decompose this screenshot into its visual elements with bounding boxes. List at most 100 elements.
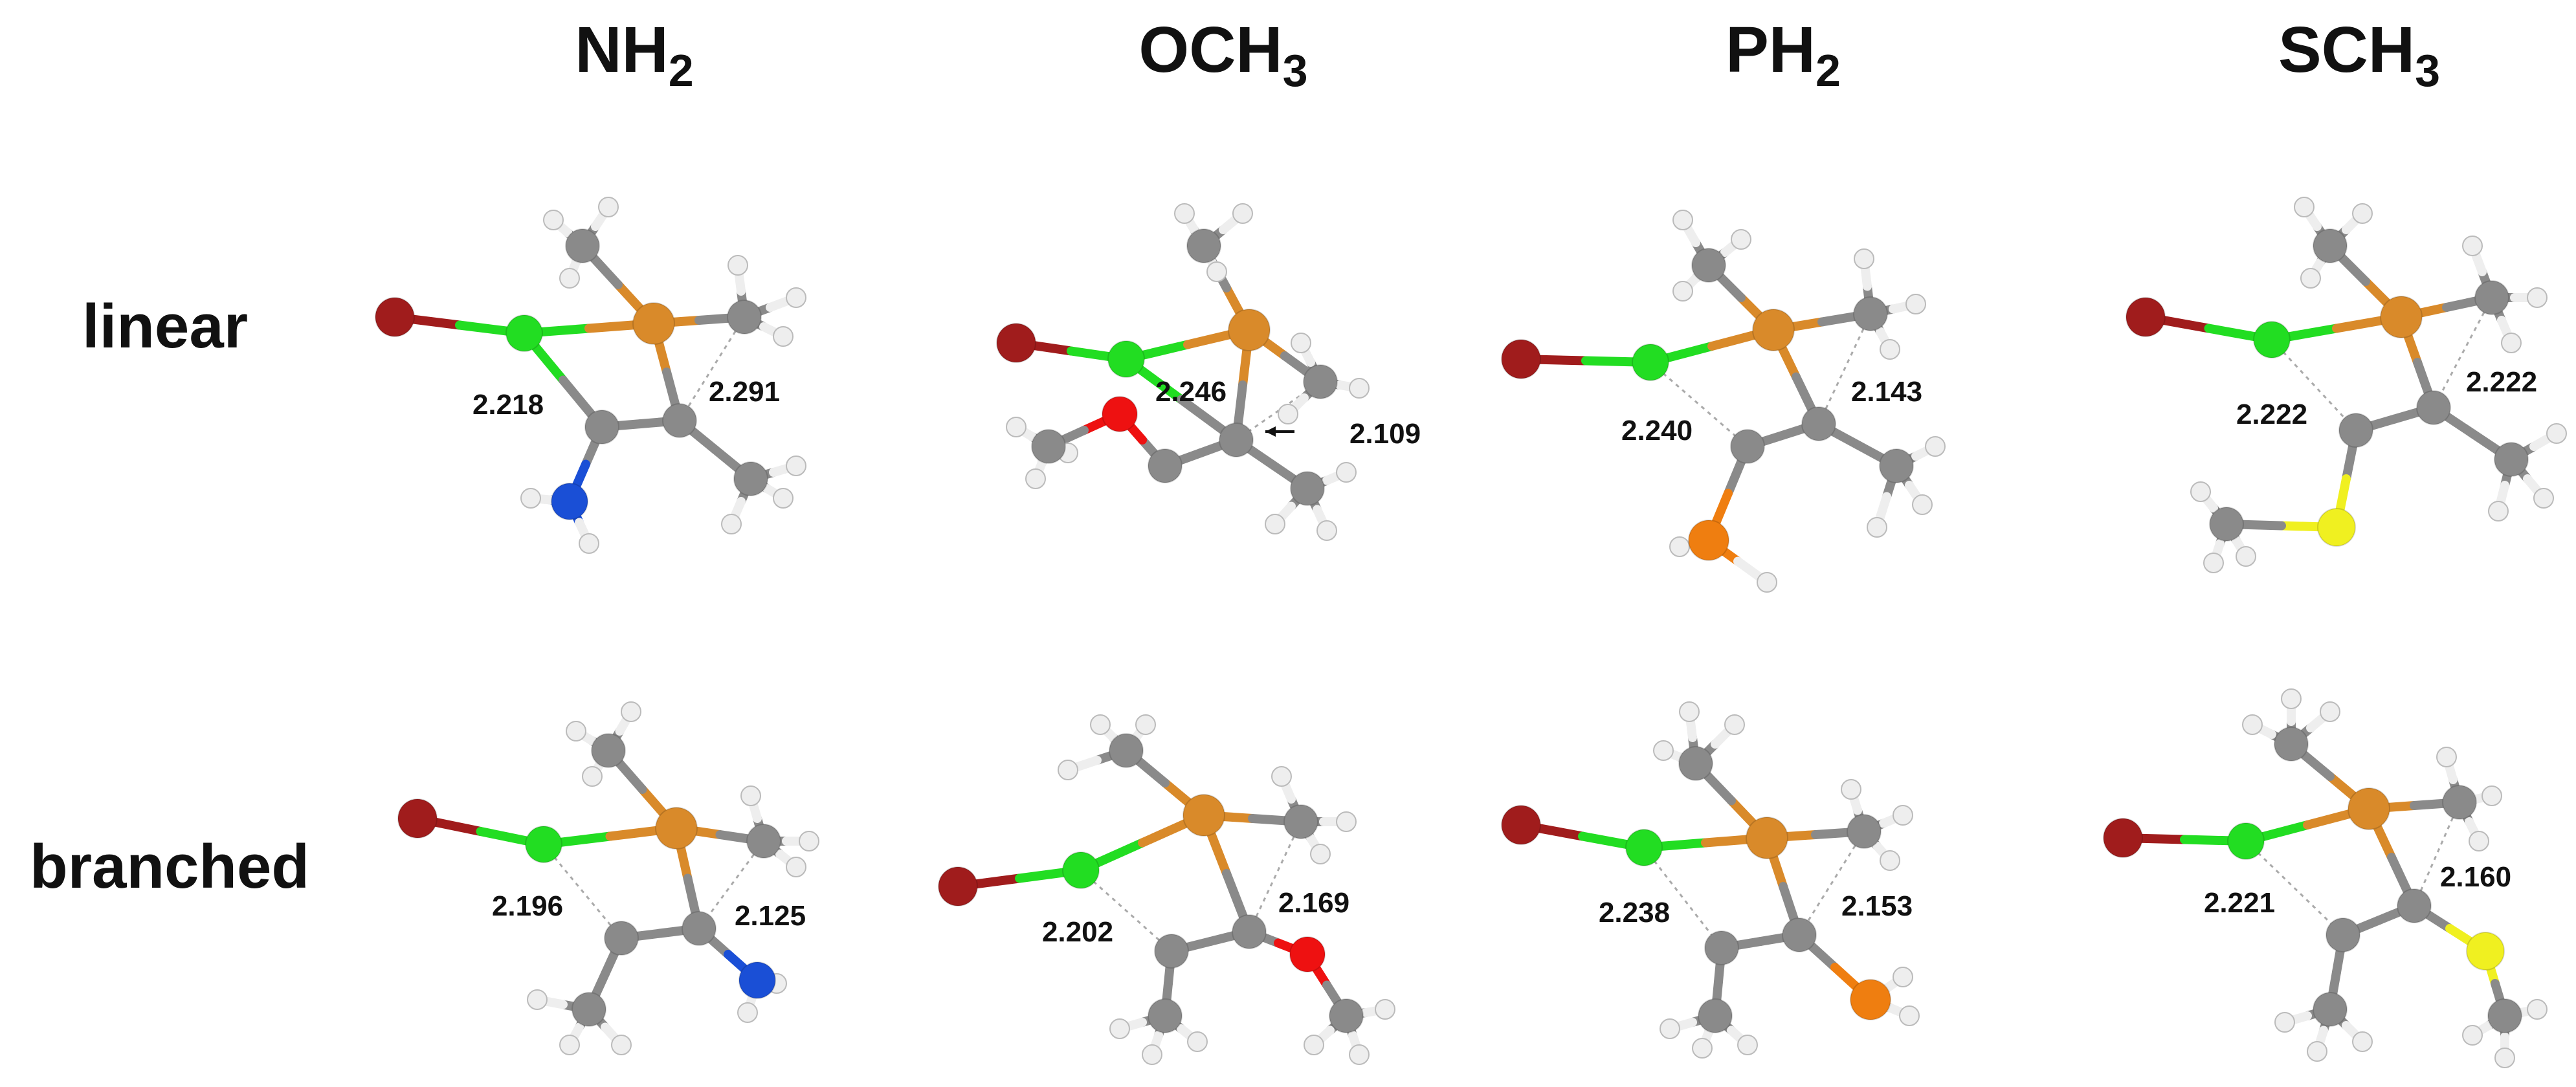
atom-h <box>566 721 586 741</box>
atom-h <box>1757 572 1777 593</box>
atom-h <box>582 766 603 787</box>
atom-h <box>2352 203 2373 224</box>
atom-c <box>1782 917 1817 952</box>
atom-h <box>2469 831 2489 851</box>
atom-p <box>1752 309 1795 351</box>
atom-cl <box>2253 321 2291 358</box>
atom-n <box>551 483 588 520</box>
interaction-line <box>2245 840 2344 936</box>
atom-h <box>1724 714 1745 735</box>
atom-h <box>1232 203 1253 224</box>
atom-h <box>1867 517 1887 538</box>
atom-ph2 <box>1850 979 1891 1020</box>
atom-c <box>1329 998 1364 1033</box>
atom-br <box>1501 805 1541 845</box>
atom-h <box>1090 714 1111 735</box>
atom-h <box>2527 999 2548 1020</box>
interaction-line <box>1798 831 1865 936</box>
atom-h <box>543 210 564 230</box>
atom-br <box>1501 339 1541 379</box>
distance-label: 2.143 <box>1851 376 1922 408</box>
atom-h <box>786 857 806 877</box>
atom-p <box>1746 817 1788 859</box>
atom-h <box>2300 268 2321 289</box>
atom-h <box>579 533 599 554</box>
atom-h <box>1669 536 1690 557</box>
atom-c <box>2442 785 2477 820</box>
atom-c <box>2209 507 2244 542</box>
atom-h <box>1336 811 1357 832</box>
atom-s <box>2466 932 2505 971</box>
atom-h <box>1375 999 1395 1020</box>
distance-label: 2.238 <box>1599 897 1670 928</box>
atom-h <box>1316 520 1337 541</box>
atom-c <box>1847 814 1882 849</box>
atom-h <box>621 701 641 722</box>
atom-h <box>740 785 761 806</box>
atom-h <box>721 514 742 534</box>
atom-c <box>2338 413 2373 448</box>
atom-c <box>746 824 781 859</box>
atom-h <box>1336 462 1357 483</box>
atom-h <box>1893 805 1913 826</box>
atom-h <box>2352 1031 2373 1052</box>
atom-o <box>1289 936 1326 972</box>
atom-h <box>1737 1035 1758 1055</box>
atom-h <box>2190 481 2211 502</box>
atom-h <box>1025 468 1046 489</box>
atom-h <box>1058 760 1078 780</box>
atom-c <box>2274 727 2309 762</box>
interaction-line <box>2413 802 2461 906</box>
atom-c <box>1148 448 1183 483</box>
distance-label: 2.221 <box>2204 887 2275 919</box>
distance-label: 2.246 <box>1155 376 1227 408</box>
atom-h <box>2462 1025 2483 1046</box>
atom-h <box>799 831 819 851</box>
interaction-line <box>678 316 746 421</box>
atom-h <box>1135 714 1156 735</box>
interaction-line <box>2271 338 2357 432</box>
interaction-line <box>2432 297 2493 408</box>
atom-c <box>1678 746 1713 781</box>
atom-c <box>1698 998 1733 1033</box>
atom-h <box>1672 210 1693 230</box>
atom-c <box>1801 406 1836 441</box>
atom-h <box>727 255 748 276</box>
interaction-line <box>542 844 623 939</box>
atom-c <box>604 921 639 956</box>
atom-p <box>1228 309 1271 351</box>
atom-h <box>2494 1048 2515 1068</box>
interaction-line <box>1817 313 1872 424</box>
atom-h <box>598 197 619 217</box>
atom-h <box>2281 688 2302 709</box>
atom-h <box>2203 553 2224 573</box>
atom-p <box>632 302 675 345</box>
atom-h <box>1880 850 1900 871</box>
distance-label: 2.196 <box>492 890 563 922</box>
atom-br <box>2126 297 2166 337</box>
row-label-branched: branched <box>29 832 310 901</box>
column-title-och3: OCH3 <box>1138 14 1308 96</box>
atom-c <box>1219 423 1254 457</box>
atom-h <box>1006 417 1027 437</box>
atom-h <box>1304 1035 1324 1055</box>
atom-h <box>1880 339 1900 360</box>
distance-label: 2.291 <box>709 376 780 408</box>
atom-c <box>1290 471 1325 506</box>
atom-h <box>786 456 806 476</box>
atom-h <box>611 1035 632 1055</box>
atom-c <box>2416 390 2451 425</box>
atom-c <box>1704 930 1739 965</box>
atom-c <box>2326 917 2360 952</box>
atom-h <box>2236 546 2256 567</box>
atom-p <box>2380 296 2423 338</box>
atom-h <box>1679 701 1700 722</box>
atom-h <box>2307 1041 2327 1062</box>
atom-h <box>1349 378 1370 399</box>
atom-h <box>773 326 794 347</box>
interaction-line <box>698 840 765 929</box>
atom-c <box>2313 228 2348 263</box>
atom-h <box>1109 1018 1130 1039</box>
